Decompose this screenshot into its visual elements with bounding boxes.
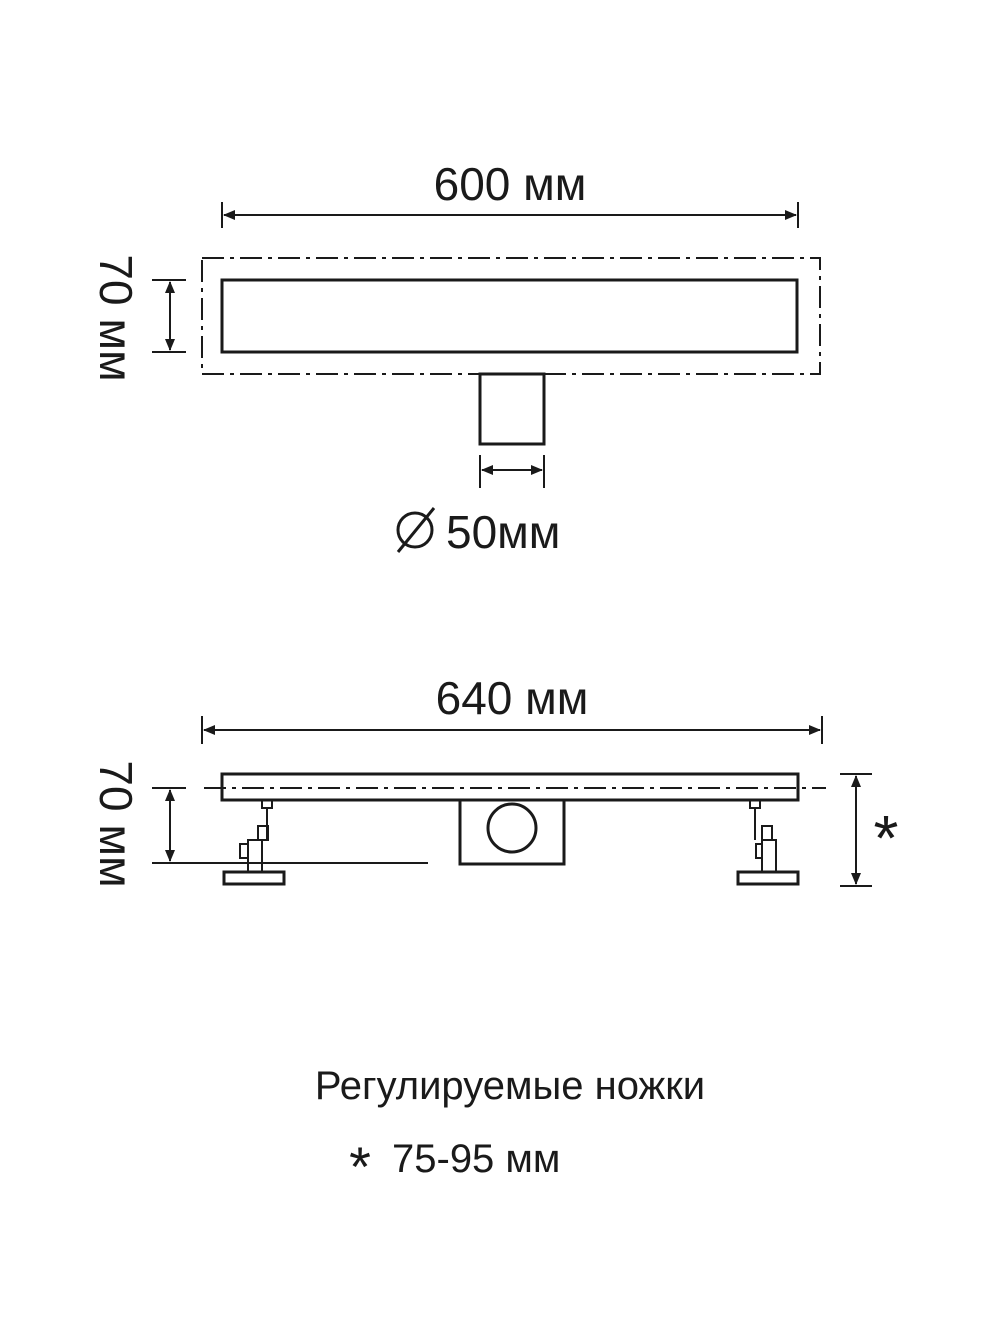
caption-line-2: 75-95 мм	[392, 1137, 560, 1181]
diameter-icon	[396, 511, 434, 549]
top-width-label: 600 мм	[434, 158, 587, 210]
top-channel	[220, 278, 799, 354]
caption-marker: *	[349, 1135, 371, 1198]
top-body-outline	[201, 257, 821, 375]
top-outlet-pipe	[478, 372, 546, 446]
adjustable-foot-left	[222, 799, 286, 886]
top-height-label: 70 мм	[90, 254, 142, 381]
side-height-label: 70 мм	[90, 760, 142, 887]
adjust-marker: *	[874, 802, 899, 874]
top-view: 600 мм 70 мм 50мм	[90, 158, 821, 558]
outlet-size-label: 50мм	[446, 506, 560, 558]
diameter-icon-stroke	[396, 507, 436, 553]
caption: Регулируемые ножки * 75-95 мм	[315, 1064, 705, 1198]
side-view: 640 мм 70 мм	[90, 672, 898, 888]
adjustable-foot-right	[736, 799, 800, 886]
side-outlet-hole	[486, 802, 538, 854]
side-width-label: 640 мм	[436, 672, 589, 724]
caption-line-1: Регулируемые ножки	[315, 1064, 705, 1108]
outlet-label: 50мм	[396, 506, 560, 558]
side-outlet-box	[458, 798, 566, 866]
